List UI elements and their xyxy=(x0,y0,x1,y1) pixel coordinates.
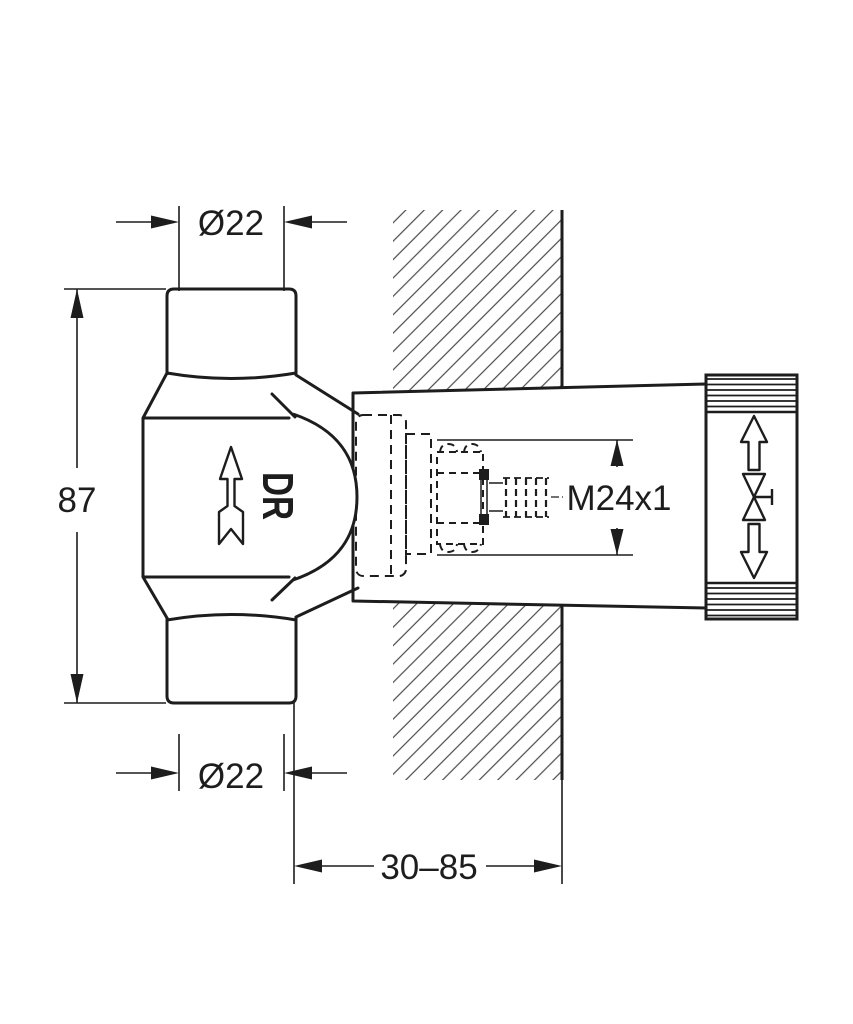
top-pipe-socket xyxy=(165,287,298,380)
dimension-label-height: 87 xyxy=(58,481,97,520)
close-arrow-icon xyxy=(739,522,769,580)
dimension-bottom-diameter: Ø22 xyxy=(116,734,347,796)
dimension-install-depth: 30–85 xyxy=(293,703,563,887)
dim-arrow-right xyxy=(534,859,562,873)
dim-arrow-down xyxy=(610,529,624,555)
dim-arrow-down xyxy=(70,674,84,703)
wall-section xyxy=(393,210,564,780)
dim-arrow-right xyxy=(151,215,179,229)
internal-mechanism xyxy=(355,414,563,577)
dimension-thread: M24x1 xyxy=(437,439,672,556)
dimension-label-bottom-diameter: Ø22 xyxy=(198,757,264,796)
dim-arrow-up xyxy=(610,440,624,466)
knurl-band-bottom xyxy=(706,581,797,617)
spindle-thread xyxy=(503,477,563,518)
valve-body: DR xyxy=(141,287,360,705)
dimension-label-thread: M24x1 xyxy=(566,479,671,518)
dimension-height: 87 xyxy=(58,288,166,704)
dim-arrow-left xyxy=(284,215,312,229)
body-outline xyxy=(141,371,360,620)
dim-arrow-up xyxy=(70,289,84,318)
body-dome-arc xyxy=(292,412,359,582)
spindle xyxy=(479,469,503,525)
knurl-band-top xyxy=(706,378,797,414)
wall-hatch-lower xyxy=(393,602,562,780)
protective-cap xyxy=(704,373,799,621)
dimension-top-diameter: Ø22 xyxy=(116,204,347,291)
flow-direction-arrow-icon xyxy=(217,445,245,546)
dim-arrow-left xyxy=(284,766,312,780)
dim-arrow-right xyxy=(151,766,179,780)
valve-symbol-icon xyxy=(741,472,774,522)
wall-hatch-upper xyxy=(393,210,562,392)
bottom-pipe-socket xyxy=(165,613,298,705)
dim-arrow-left xyxy=(294,859,322,873)
open-arrow-icon xyxy=(739,414,769,472)
dimension-label-install-depth: 30–85 xyxy=(380,848,477,887)
packing-nut xyxy=(436,442,484,554)
dimension-label-top-diameter: Ø22 xyxy=(198,204,264,243)
flow-label: DR xyxy=(253,472,302,520)
